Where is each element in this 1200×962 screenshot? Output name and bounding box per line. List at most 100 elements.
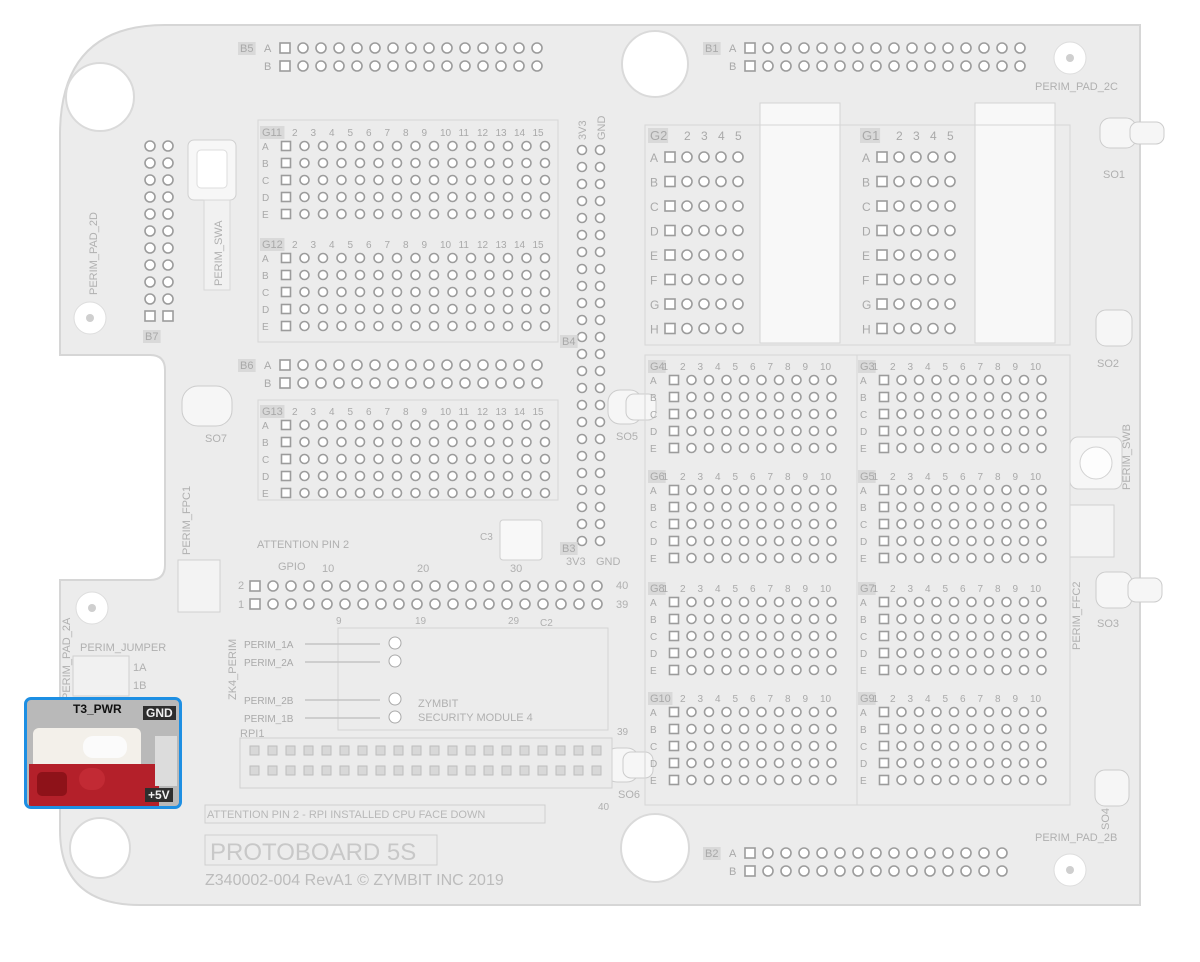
grid-g13-row: C — [262, 455, 269, 466]
grid-g3-row-pads-pad — [931, 391, 942, 403]
grid-g8-col: 9 — [803, 584, 809, 595]
terminal-g2-name-bg — [648, 128, 669, 143]
grid-g13-row-pads-pad — [280, 470, 292, 482]
grid-g10-row-pads-pad — [808, 774, 820, 786]
bus-b6-pads-pad — [387, 377, 399, 389]
gpio-pads-pad — [447, 598, 459, 610]
t3-pwr-highlight[interactable]: T3_PWR GND +5V — [24, 697, 182, 809]
rail-pad — [594, 382, 606, 394]
grid-g7-row-pads-pad — [896, 596, 907, 608]
bus-row-label: B — [729, 61, 736, 73]
bus-b7-pad — [162, 140, 174, 152]
grid-g4-row-pads-pad — [738, 442, 750, 454]
rail-pad — [576, 518, 588, 530]
grid-g5-name-bg — [858, 470, 876, 483]
grid-g11-row: D — [262, 193, 269, 204]
bus-b1-pads-pad — [852, 60, 864, 72]
grid-g10-row-pads-pad — [668, 723, 680, 735]
grid-g13-row-pads-pad — [502, 453, 514, 465]
grid-g11-row: A — [262, 142, 269, 153]
grid-g4-row-pads-pad — [808, 425, 820, 437]
standoff-so2: SO2 — [1097, 358, 1119, 370]
grid-g11-row-pads-pad — [484, 157, 495, 169]
grid-g9-row-pads-pad — [966, 706, 977, 718]
rpi-pin — [357, 745, 368, 756]
bus-b6-pads-pad — [459, 377, 471, 389]
rail-pad — [576, 195, 588, 207]
grid-g6-row-pads-pad — [773, 501, 785, 513]
grid-g8-row-pads-pad — [738, 613, 750, 625]
bus-b1-pads-pad — [834, 42, 846, 54]
grid-g10-row-pads-pad — [703, 774, 715, 786]
grid-g11-row-pads-pad — [280, 191, 292, 203]
terminal-pads-pad — [910, 298, 922, 310]
grid-g13-row-pads-pad — [410, 487, 421, 499]
grid-g5-row-pads-pad — [878, 552, 890, 564]
rail-pad — [576, 212, 588, 224]
terminal-pads-pad — [664, 151, 676, 163]
bus-b2-pads-pad — [978, 865, 990, 877]
grid-g9-row-pads-pad — [931, 723, 942, 735]
bus-b2-pads-pad — [780, 865, 792, 877]
terminal-pads-pad — [664, 273, 676, 286]
grid-g12-row-pads-pad — [447, 252, 458, 264]
grid-g12-row-pads-pad — [391, 252, 403, 264]
grid-g13-col: 5 — [348, 407, 354, 418]
grid-g12-col: 13 — [496, 240, 508, 251]
grid-g6-row-pads-pad — [721, 535, 732, 547]
bus-b1-pads-pad — [906, 42, 918, 54]
grid-g4-row-pads-pad — [738, 391, 750, 403]
grid-g5-row-pads-pad — [913, 552, 925, 564]
terminal-row: F — [650, 274, 657, 288]
rpi-pin — [447, 765, 458, 776]
bus-b6-name-bg — [238, 359, 256, 372]
grid-g6-col: 8 — [785, 472, 791, 483]
zymbit-line2: SECURITY MODULE 4 — [418, 712, 533, 724]
grid-g8-col: 7 — [768, 584, 774, 595]
grid-g7-row-pads-pad — [913, 630, 925, 642]
grid-g4-row-pads-pad — [738, 425, 750, 437]
grid-g6-name-bg — [648, 470, 666, 483]
grid-g13-row-pads-pad — [484, 453, 495, 465]
rpi-pin — [483, 745, 494, 756]
grid-g13-row-pads-pad — [317, 436, 329, 448]
grid-g7-row-pads-pad — [948, 596, 960, 608]
grid-g9-col: 10 — [1030, 694, 1042, 705]
grid-g8-row-pads-pad — [791, 596, 802, 608]
grid-g5-row-pads-pad — [948, 535, 960, 547]
grid-g12-row-pads-pad — [373, 320, 384, 332]
grid-g8-name: G8 — [650, 583, 665, 595]
grid-g6-col: 2 — [680, 472, 686, 483]
bus-b2-name-bg — [703, 847, 721, 860]
grid-g4-row-pads-pad — [686, 442, 697, 454]
grid-g8-col: 2 — [680, 584, 686, 595]
grid-g8-row-pads-pad — [791, 630, 802, 642]
grid-g12-row-pads-pad — [336, 252, 347, 264]
grid-g11-row-pads-pad — [521, 191, 532, 203]
grid-g8-row-pads-pad — [738, 630, 750, 642]
grid-g7-col: 7 — [978, 584, 984, 595]
grid-g12-row-pads-pad — [484, 252, 495, 264]
grid-g4-col: 3 — [698, 362, 704, 373]
bus-b1-name-bg — [703, 42, 721, 55]
grid-g5-row-pads-pad — [1036, 484, 1047, 496]
bus-b2-pads-pad — [744, 865, 756, 877]
bus-b6-pads-pad — [315, 359, 327, 371]
bus-b2-pads-pad — [834, 865, 846, 877]
bus-b2-pads-pad — [996, 847, 1008, 859]
grid-g4-row-pads-pad — [686, 374, 697, 386]
bus-b2-pads-pad — [942, 847, 954, 859]
bus-b6-pads-pad — [441, 359, 453, 371]
grid-g5-name: G5 — [860, 471, 875, 483]
terminal-pads-pad — [910, 200, 922, 212]
grid-g7-row: B — [860, 615, 867, 626]
grid-g9-row-pads-pad — [1036, 706, 1047, 718]
grid-g8-row-pads-pad — [773, 630, 785, 642]
bus-b1-pads-pad — [744, 60, 756, 72]
grid-g10-row-pads-pad — [721, 723, 732, 735]
grid-g13-row-pads-pad — [299, 419, 310, 431]
grid-g10-row-pads-pad — [808, 723, 820, 735]
terminal-pads-pad — [698, 298, 710, 310]
grid-g13-col: 9 — [422, 407, 428, 418]
